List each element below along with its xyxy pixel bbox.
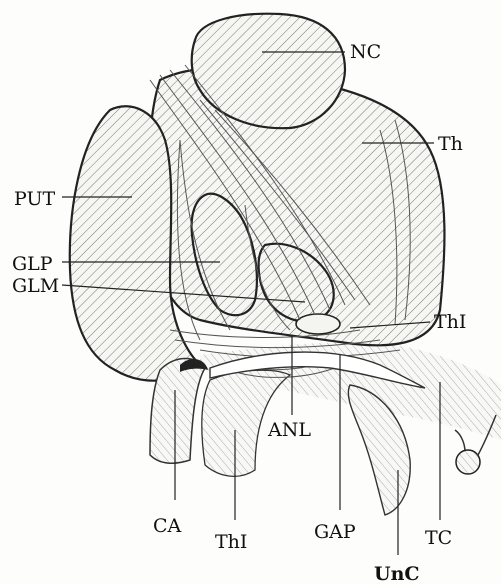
- label-th: Th: [438, 133, 463, 155]
- label-anl: ANL: [267, 419, 311, 441]
- label-glp: GLP: [12, 253, 53, 275]
- label-thl-bottom: ThI: [215, 531, 247, 553]
- label-thl-right: ThI: [434, 311, 466, 333]
- label-nc: NC: [350, 41, 381, 63]
- ca-bundle: [150, 358, 205, 463]
- label-put: PUT: [14, 188, 55, 210]
- mamillary-stalk: [455, 430, 465, 452]
- thl-nucleus: [296, 314, 340, 334]
- label-ca: CA: [153, 515, 182, 537]
- label-unc: UnC: [374, 563, 420, 584]
- label-gap: GAP: [314, 521, 356, 543]
- mamillary-body: [456, 450, 480, 474]
- label-glm: GLM: [12, 275, 59, 297]
- label-tc: TC: [425, 527, 452, 549]
